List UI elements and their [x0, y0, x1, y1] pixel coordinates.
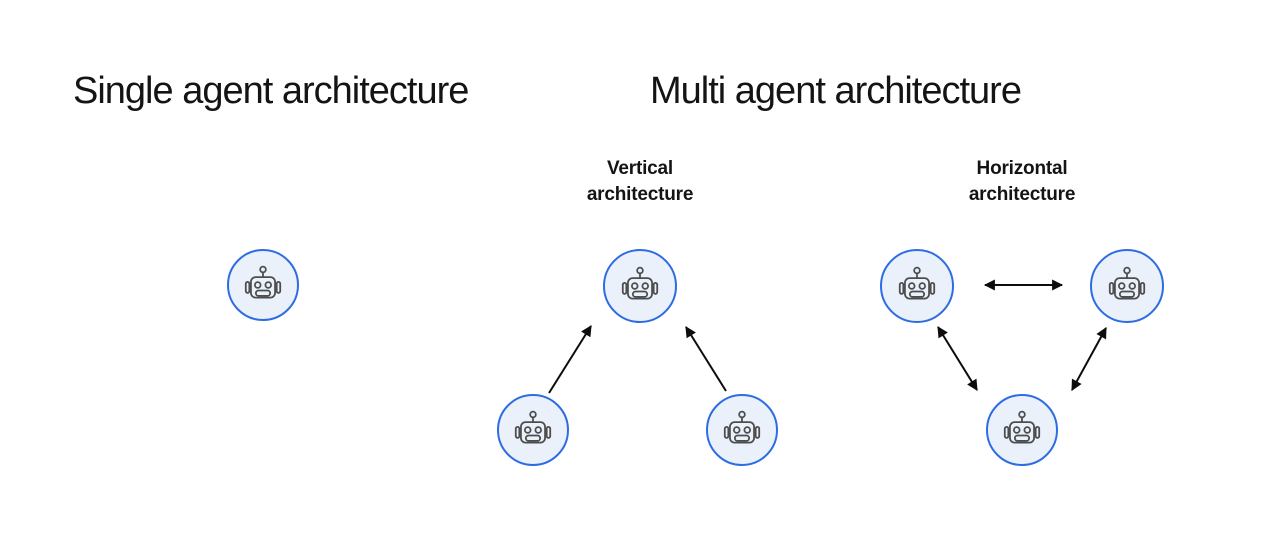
horizontal-top-right-agent-node: [1090, 249, 1164, 323]
single-agent-architecture-title: Single agent architecture: [73, 70, 469, 112]
vertical-left-up-arrow: [548, 325, 592, 394]
horizontal-bottom-agent-node: [986, 394, 1058, 466]
horizontal-top-left-agent-node: [880, 249, 954, 323]
vertical-architecture-label: Vertical architecture: [586, 158, 694, 205]
single-agent-node: [227, 249, 299, 321]
multi-agent-architecture-title: Multi agent architecture: [650, 70, 1022, 112]
vertical-bottom-left-agent-node: [497, 394, 569, 466]
horizontal-architecture-label: Horizontal architecture: [968, 158, 1076, 205]
horizontal-right-diagonal-arrow: [1071, 327, 1107, 391]
vertical-top-agent-node-circle: [603, 249, 677, 323]
vertical-bottom-left-agent-node-circle: [497, 394, 569, 466]
horizontal-top-left-agent-node-circle: [880, 249, 954, 323]
single-agent-node-circle: [227, 249, 299, 321]
vertical-right-up-arrow: [685, 326, 727, 392]
vertical-bottom-right-agent-node-circle: [706, 394, 778, 466]
horizontal-left-diagonal-arrow: [937, 326, 978, 391]
horizontal-bottom-agent-node-circle: [986, 394, 1058, 466]
vertical-bottom-right-agent-node: [706, 394, 778, 466]
vertical-top-agent-node: [603, 249, 677, 323]
horizontal-top-right-agent-node-circle: [1090, 249, 1164, 323]
